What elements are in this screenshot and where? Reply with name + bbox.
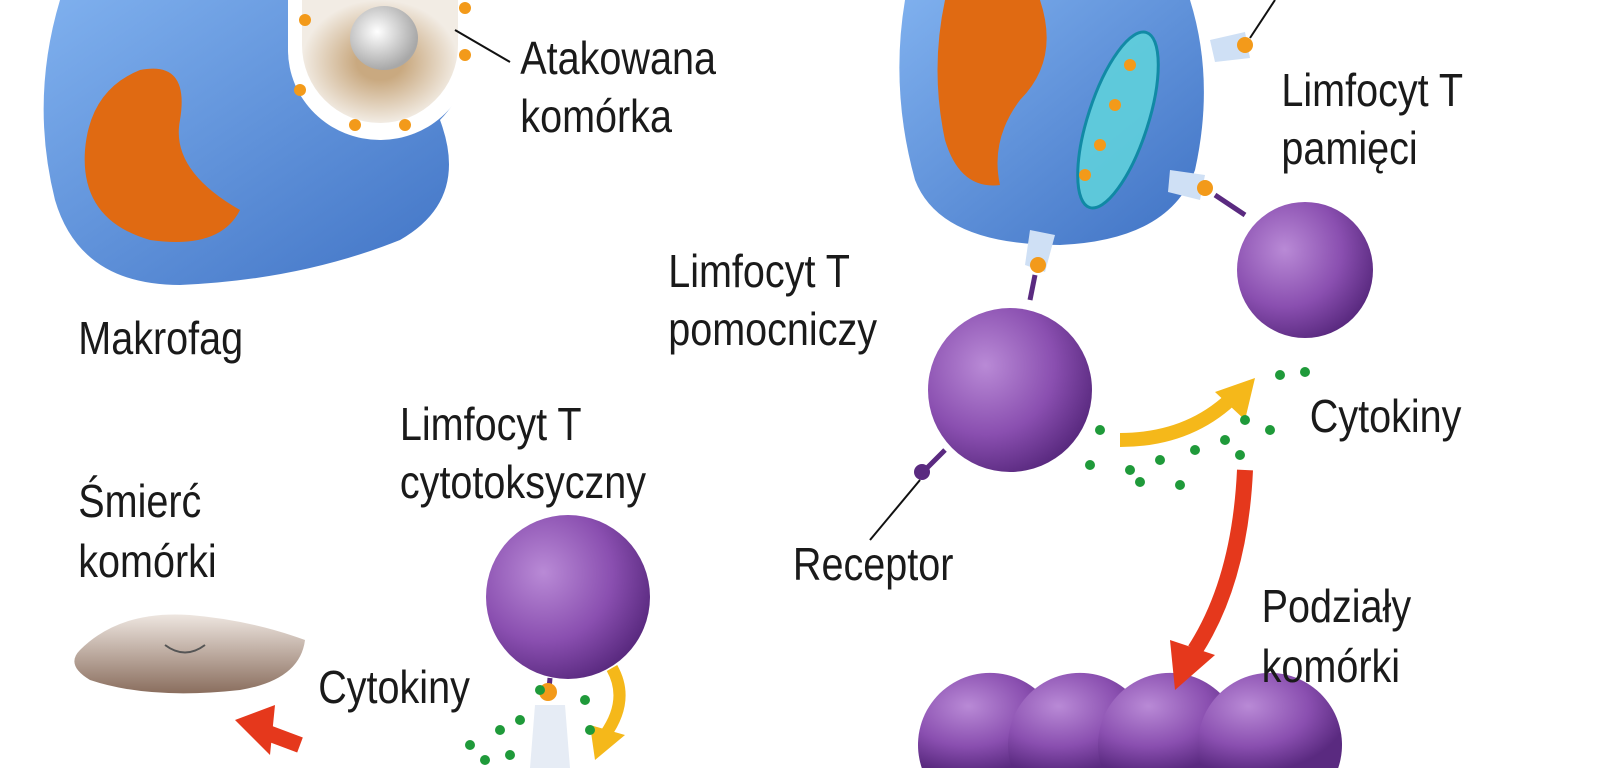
macrophage-cell — [43, 0, 511, 285]
cell-death-label-2: komórki — [78, 536, 216, 587]
cell-death-label-1: Śmierć — [78, 475, 201, 528]
dividing-cells — [918, 672, 1343, 768]
helper-t-label-2: pomocniczy — [668, 304, 877, 355]
cytokines-right-label: Cytokiny — [1310, 391, 1462, 442]
division-arrow — [1170, 469, 1253, 690]
memory-t-cell — [1237, 202, 1373, 338]
macrophage-label: Makrofag — [78, 313, 243, 364]
attacked-cell-label-1: Atakowana — [520, 33, 716, 84]
cytokine-arrow-right — [1119, 378, 1255, 447]
cytotoxic-t-label-2: cytotoksyczny — [400, 457, 647, 508]
memory-t-label-1: Limfocyt T — [1281, 65, 1463, 116]
memory-t-label-2: pamięci — [1281, 123, 1417, 174]
cytotoxic-t-cell — [486, 515, 650, 768]
cytotoxic-t-label-1: Limfocyt T — [400, 399, 582, 450]
receptor-label: Receptor — [793, 539, 953, 590]
helper-t-label-1: Limfocyt T — [668, 246, 850, 297]
cell-division-label-2: komórki — [1262, 641, 1400, 692]
dead-cell — [74, 614, 305, 694]
attacked-cell-label-2: komórka — [520, 91, 672, 142]
antigen-presenting-cell — [899, 0, 1276, 301]
cytokine-arrow-left — [590, 665, 626, 760]
helper-t-cell — [869, 308, 1092, 541]
cell-division-label-1: Podziały — [1262, 581, 1412, 632]
cytokines — [465, 367, 1310, 765]
cytokines-left-label: Cytokiny — [318, 662, 470, 713]
death-arrow — [235, 705, 303, 755]
